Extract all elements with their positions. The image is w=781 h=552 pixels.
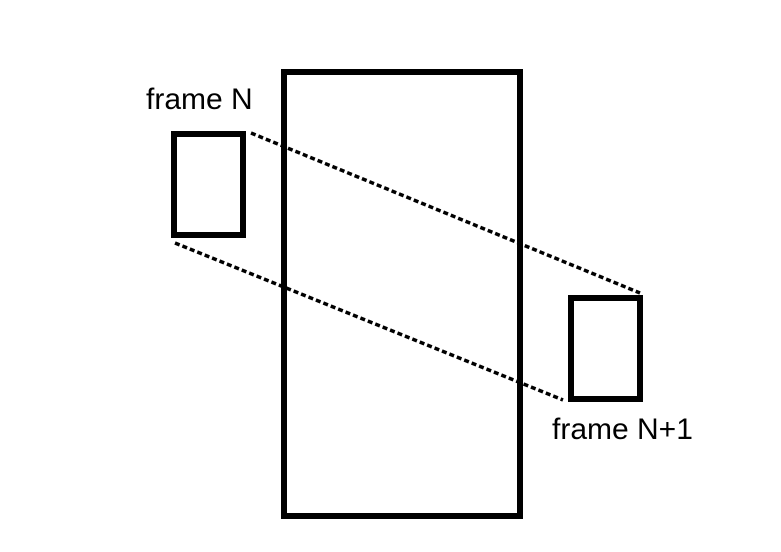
motion-path-top [250, 131, 641, 295]
motion-path-bottom [174, 241, 564, 402]
frame-n-plus-1-box [568, 295, 643, 402]
frame-n-plus-1-label: frame N+1 [552, 413, 693, 446]
frame-n-box [171, 131, 246, 238]
frame-n-label: frame N [146, 83, 253, 116]
obstacle-rectangle [281, 69, 523, 519]
